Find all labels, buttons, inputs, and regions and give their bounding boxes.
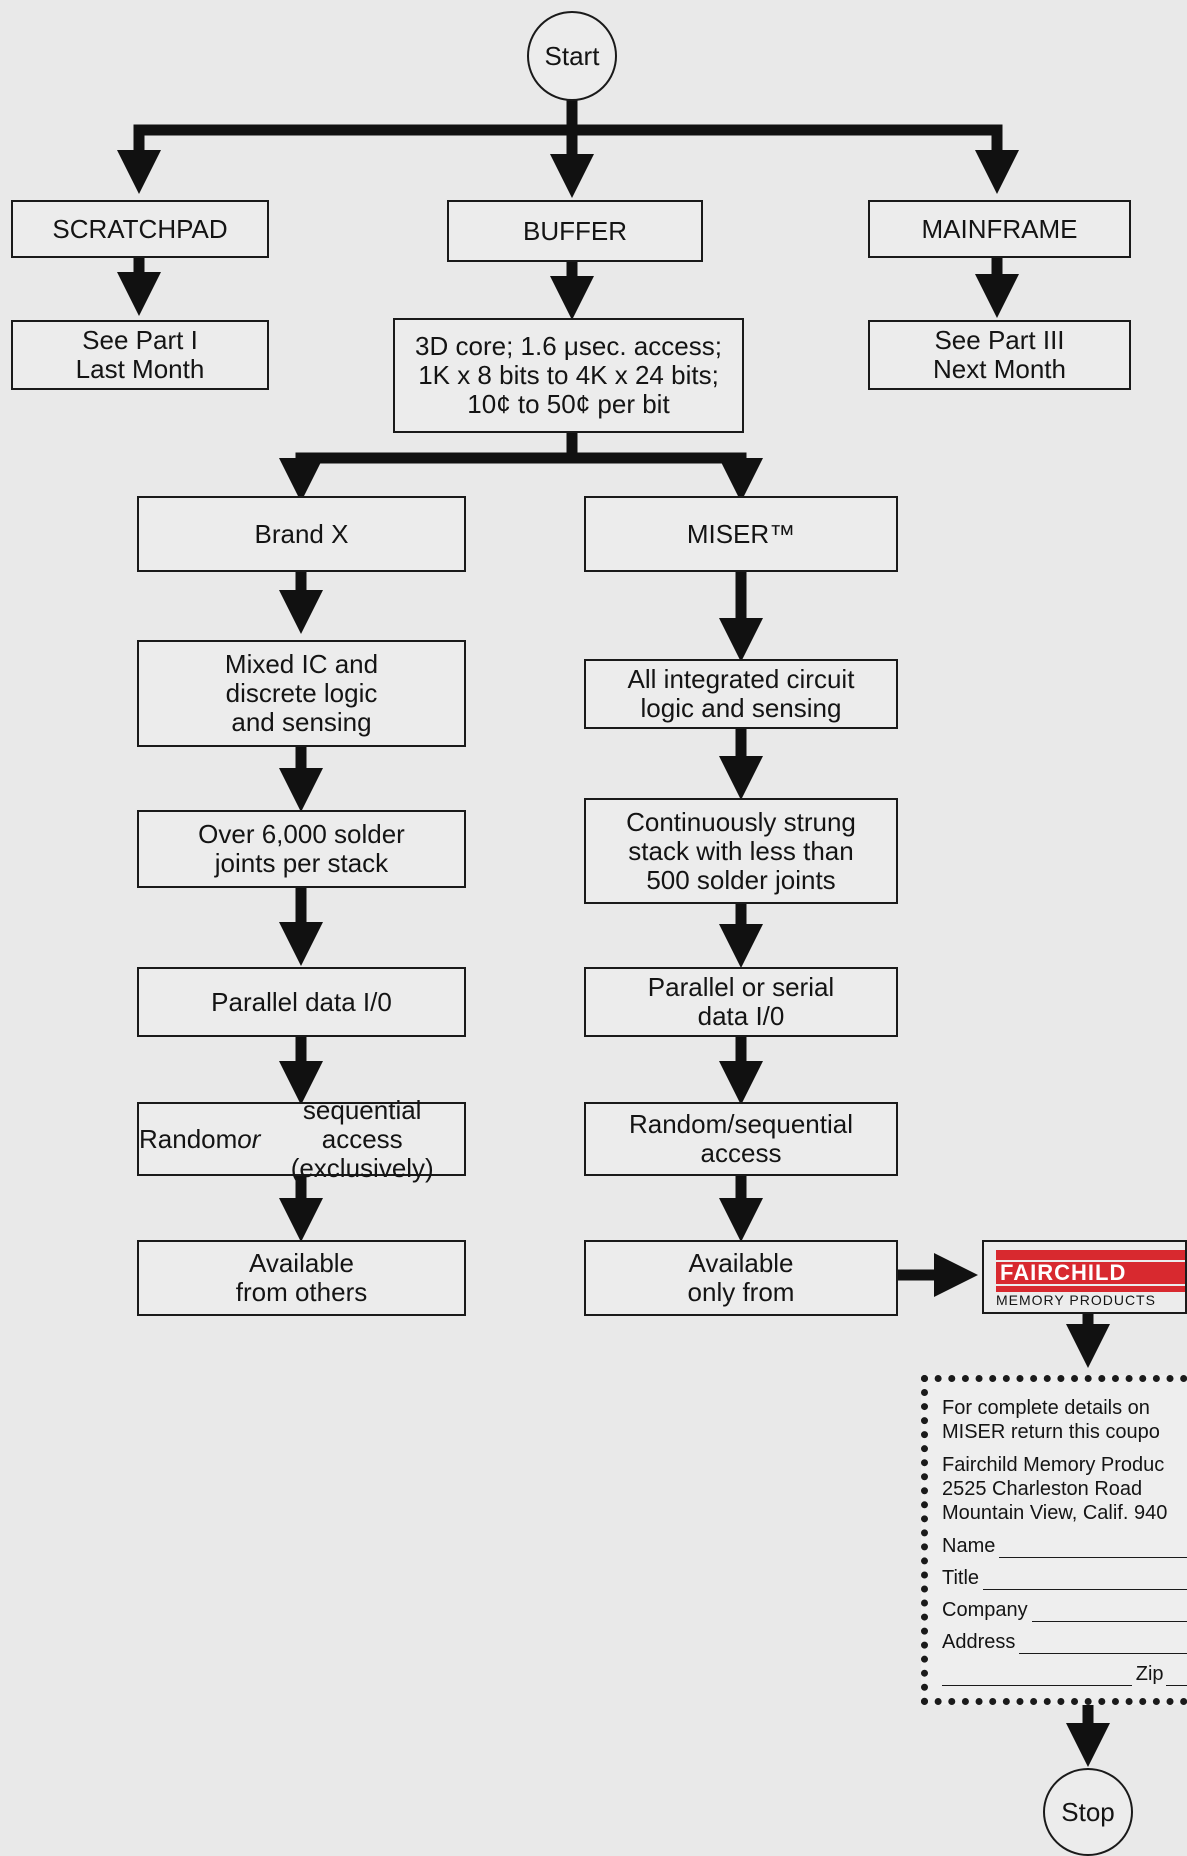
- start-node: Start: [527, 11, 617, 101]
- zip-line[interactable]: [1165, 1667, 1187, 1686]
- title-line[interactable]: [983, 1571, 1187, 1590]
- bx-available-box: Available from others: [137, 1240, 466, 1316]
- m-available-box: Available only from: [584, 1240, 898, 1316]
- title-label: Title: [942, 1567, 980, 1589]
- m-access-box: Random/sequential access: [584, 1102, 898, 1176]
- logo-brand: FAIRCHILD: [996, 1262, 1185, 1284]
- miser-box: MISER™: [584, 496, 898, 572]
- coupon-text-2: MISER return this coupo: [942, 1421, 1160, 1443]
- brand-x-box: Brand X: [137, 496, 466, 572]
- coupon-address-1: Fairchild Memory Produc: [942, 1454, 1165, 1476]
- bx-io-box: Parallel data I/0: [137, 967, 466, 1037]
- m-solder-box: Continuously strung stack with less than…: [584, 798, 898, 904]
- see-part-1-box: See Part I Last Month: [11, 320, 269, 390]
- m-logic-box: All integrated circuit logic and sensing: [584, 659, 898, 729]
- coupon-text-1: For complete details on: [942, 1397, 1150, 1419]
- scratchpad-box: SCRATCHPAD: [11, 200, 269, 258]
- name-field[interactable]: Name: [942, 1534, 1187, 1558]
- address-field[interactable]: Address: [942, 1630, 1187, 1654]
- logo-stripe: [996, 1250, 1185, 1260]
- bx-logic-box: Mixed IC and discrete logic and sensing: [137, 640, 466, 747]
- buffer-box: BUFFER: [447, 200, 703, 262]
- address-label: Address: [942, 1631, 1016, 1653]
- zip-label: Zip: [1135, 1663, 1164, 1685]
- coupon-form: For complete details on MISER return thi…: [921, 1375, 1187, 1705]
- company-field[interactable]: Company: [942, 1598, 1187, 1622]
- coupon-address-3: Mountain View, Calif. 940: [942, 1502, 1168, 1524]
- fairchild-logo: FAIRCHILD MEMORY PRODUCTS: [982, 1240, 1187, 1314]
- name-line[interactable]: [999, 1539, 1187, 1558]
- name-label: Name: [942, 1535, 996, 1557]
- m-io-box: Parallel or serial data I/0: [584, 967, 898, 1037]
- see-part-3-box: See Part III Next Month: [868, 320, 1131, 390]
- buffer-spec-box: 3D core; 1.6 μsec. access; 1K x 8 bits t…: [393, 318, 744, 433]
- title-field[interactable]: Title: [942, 1566, 1187, 1590]
- address-line[interactable]: [1019, 1635, 1187, 1654]
- zip-field[interactable]: Zip: [942, 1662, 1187, 1686]
- bx-solder-box: Over 6,000 solder joints per stack: [137, 810, 466, 888]
- company-label: Company: [942, 1599, 1028, 1621]
- mainframe-box: MAINFRAME: [868, 200, 1131, 258]
- stop-node: Stop: [1043, 1768, 1133, 1856]
- company-line[interactable]: [1031, 1603, 1187, 1622]
- bx-access-box: Random or sequential access (exclusively…: [137, 1095, 466, 1182]
- logo-stripe-bottom: [996, 1286, 1185, 1292]
- city-line[interactable]: [942, 1667, 1132, 1686]
- logo-subtitle: MEMORY PRODUCTS: [996, 1292, 1156, 1308]
- coupon-address-2: 2525 Charleston Road: [942, 1478, 1143, 1500]
- emphasis-or: or: [237, 1123, 261, 1154]
